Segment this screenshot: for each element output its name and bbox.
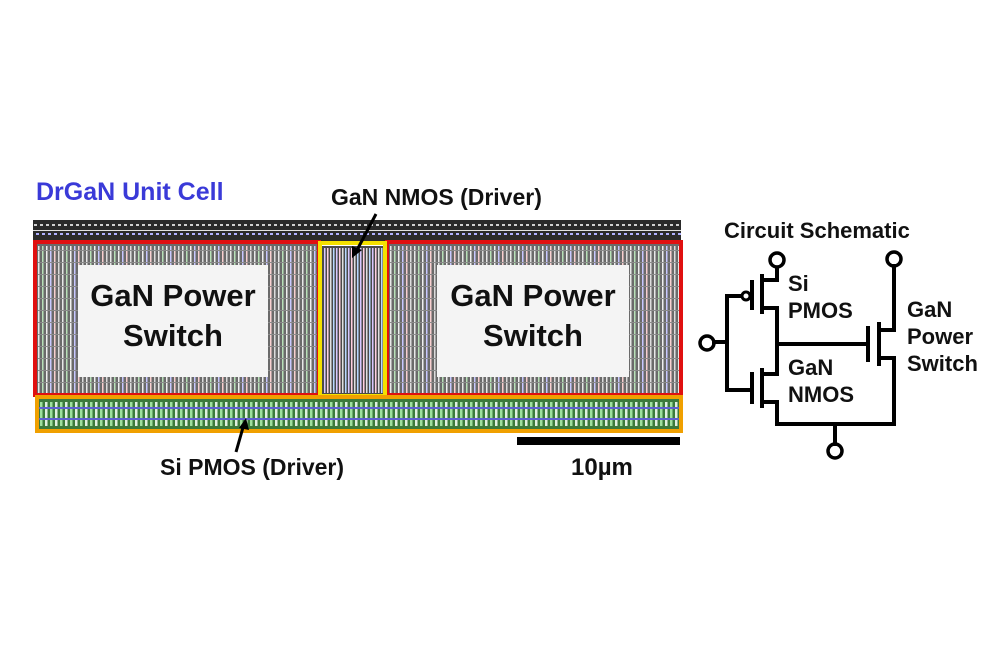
power-switch-symbol [866,264,896,426]
nmos-driver-label: GaN NMOS (Driver) [331,184,542,210]
drain-terminal [885,250,903,268]
power-switch-label-line2: Power [907,324,974,349]
power-switch-schematic-label: GaN Power Switch [907,296,978,377]
right-switch-label-line1: GaN Power [450,278,616,313]
scale-bar [517,437,680,445]
right-switch-label: GaN Power Switch [437,276,629,356]
top-rails [33,220,681,242]
nmos-driver-array [322,246,384,394]
power-switch-label-line3: Switch [907,351,978,376]
pmos-driver-array [38,398,680,430]
pmos-transistor-symbol [725,266,779,346]
vdd-terminal [768,251,786,269]
left-switch-label-line2: Switch [123,318,223,353]
pmos-driver-border [35,395,683,433]
nmos-schematic-label: GaN NMOS [788,354,854,408]
schematic-title: Circuit Schematic [724,218,910,243]
ground-terminal [826,442,844,460]
input-terminal [698,334,716,352]
scale-bar-label: 10µm [571,454,633,481]
right-switch-label-line2: Switch [483,318,583,353]
unit-cell-title: DrGaN Unit Cell [36,178,224,206]
pmos-driver-label: Si PMOS (Driver) [160,454,345,480]
pmos-label-line2: PMOS [788,298,853,323]
nmos-label-line1: GaN [788,355,834,380]
right-switch-array [388,244,680,394]
pmos-schematic-label: Si PMOS [788,270,853,324]
nmos-callout-arrow [354,213,378,253]
nmos-label-line2: NMOS [788,382,854,407]
nmos-transistor-symbol [725,342,779,426]
left-switch-label-line1: GaN Power [90,278,256,313]
power-switch-label-line1: GaN [907,297,953,322]
pmos-label-line1: Si [788,271,809,296]
left-switch-label: GaN Power Switch [78,276,268,356]
pmos-gate-bubble [740,290,752,302]
left-switch-array [36,244,318,394]
